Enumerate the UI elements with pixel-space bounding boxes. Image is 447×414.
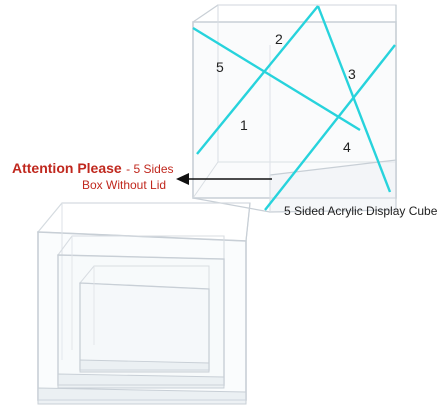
nested-cubes	[36, 202, 251, 405]
top-cube	[192, 4, 397, 213]
side-number-2: 2	[275, 31, 283, 47]
attention-no-lid-text: Box Without Lid	[82, 178, 167, 192]
cube-caption: 5 Sided Acrylic Display Cube	[284, 204, 438, 218]
attention-sides-text: - 5 Sides	[126, 162, 174, 176]
side-numbers: 1 2 3 4 5	[216, 31, 356, 155]
side-number-3: 3	[348, 66, 356, 82]
side-number-4: 4	[343, 139, 351, 155]
side-number-1: 1	[240, 117, 248, 133]
side-number-5: 5	[216, 59, 224, 75]
pointer-arrow-icon	[176, 173, 272, 185]
attention-notice: Attention Please - 5 Sides Box Without L…	[12, 160, 182, 193]
attention-heading: Attention Please	[12, 160, 122, 176]
